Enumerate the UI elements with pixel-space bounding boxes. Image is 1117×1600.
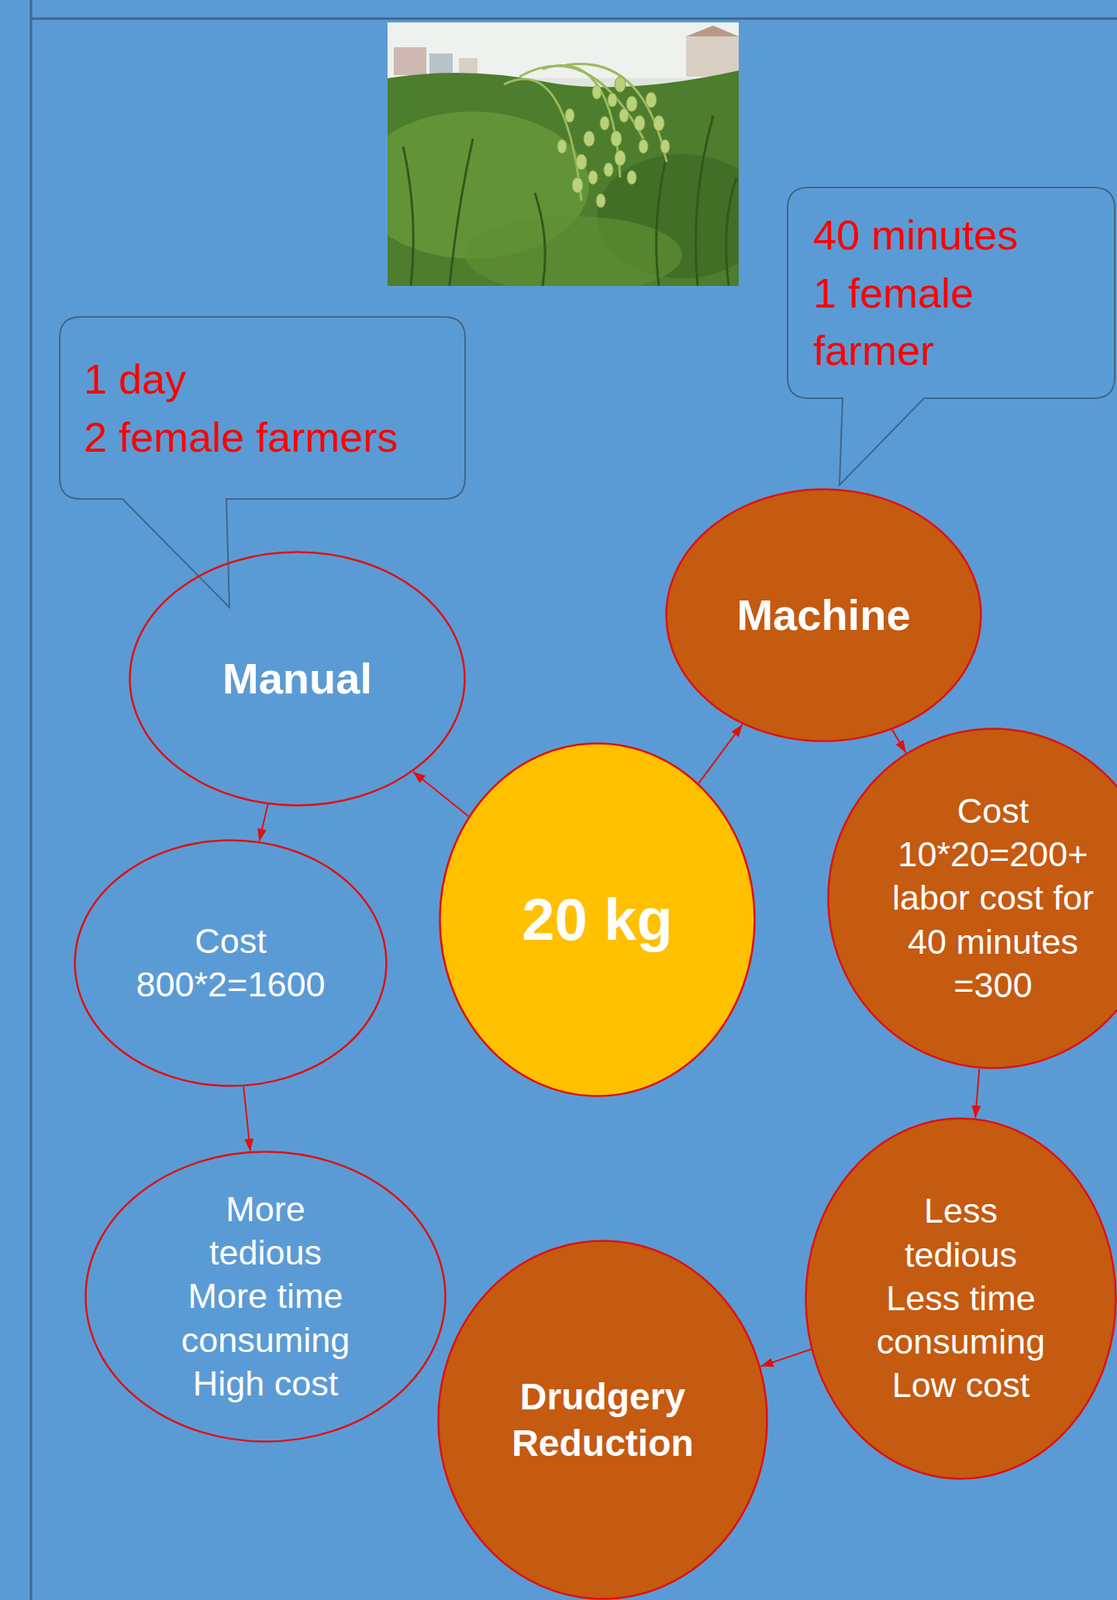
arrow-head [244, 1138, 254, 1152]
connector-line [698, 724, 743, 784]
callout-box: 1 day2 female farmers [58, 316, 466, 500]
arrow-head [257, 828, 267, 842]
connector-arrow [413, 772, 469, 818]
result-ellipse: More tediousMore time consumingHigh cost [84, 1151, 447, 1444]
connector-arrow [760, 1350, 811, 1368]
node-label: Less tedious [869, 1189, 1052, 1278]
node-label: More tedious [174, 1188, 357, 1276]
arrow-head [413, 772, 426, 784]
ellipse-outline [828, 729, 1117, 1069]
ellipse-outline [130, 552, 466, 807]
method-ellipse: Manual [128, 551, 466, 807]
connector-arrow [257, 804, 268, 842]
ellipse-outline [437, 1240, 769, 1600]
callout-text: 1 female farmer [813, 264, 1077, 380]
quantity-ellipse: 20 kg [438, 742, 756, 1098]
arrow-head [972, 1106, 982, 1119]
node-label: Low cost [869, 1364, 1052, 1408]
node-label: 800*2=1600 [135, 963, 325, 1007]
node-label: More time consuming [174, 1275, 357, 1363]
millet-photo [387, 22, 739, 287]
arrow-head [730, 724, 742, 738]
connector-line [413, 772, 469, 818]
node-label: Cost [194, 920, 267, 964]
frame-line [31, 17, 1117, 21]
frame-line [30, 0, 33, 1600]
node-label: Machine [736, 589, 911, 642]
connector-arrow [243, 1086, 254, 1152]
callout-outline [58, 316, 466, 500]
connector-arrow [972, 1068, 982, 1119]
node-label: 20 kg [521, 884, 673, 955]
ellipse-outline [73, 839, 388, 1088]
cost-ellipse: Cost800*2=1600 [73, 839, 388, 1088]
node-label: Cost [957, 789, 1030, 834]
node-label: 10*20=200+ labor cost for 40 minutes =30… [879, 833, 1108, 1008]
node-label: Manual [222, 652, 373, 705]
ellipse-outline [666, 489, 982, 742]
outcome-ellipse: Drudgery Reduction [437, 1240, 769, 1600]
ellipse-outline [806, 1119, 1117, 1480]
arrow-head [760, 1358, 774, 1368]
callout-outline [59, 317, 466, 608]
callout-text: 2 female farmers [83, 408, 398, 467]
ellipse-outline [438, 1241, 768, 1600]
node-label: High cost [174, 1362, 357, 1407]
callout-text: 40 minutes [813, 206, 1018, 265]
connector-arrow [698, 724, 743, 784]
callout-outline [787, 187, 1115, 486]
ellipse-outline [75, 841, 387, 1087]
connector-arrow [892, 730, 907, 754]
arrow-head [895, 740, 906, 754]
method-ellipse: Machine [665, 488, 983, 743]
ellipse-outline [440, 744, 756, 1097]
connector-line [760, 1350, 811, 1368]
result-ellipse: Less tediousLess time consumingLow cost [804, 1117, 1117, 1481]
ellipse-outline [86, 1152, 446, 1443]
callout-text: 1 day [83, 350, 187, 409]
node-label: Less time consuming [869, 1277, 1052, 1366]
callout-box: 40 minutes1 female farmer [786, 186, 1116, 400]
node-label: Drudgery Reduction [502, 1374, 704, 1468]
cost-ellipse: Cost10*20=200+ labor cost for 40 minutes… [827, 727, 1117, 1070]
connector-line [892, 730, 907, 754]
